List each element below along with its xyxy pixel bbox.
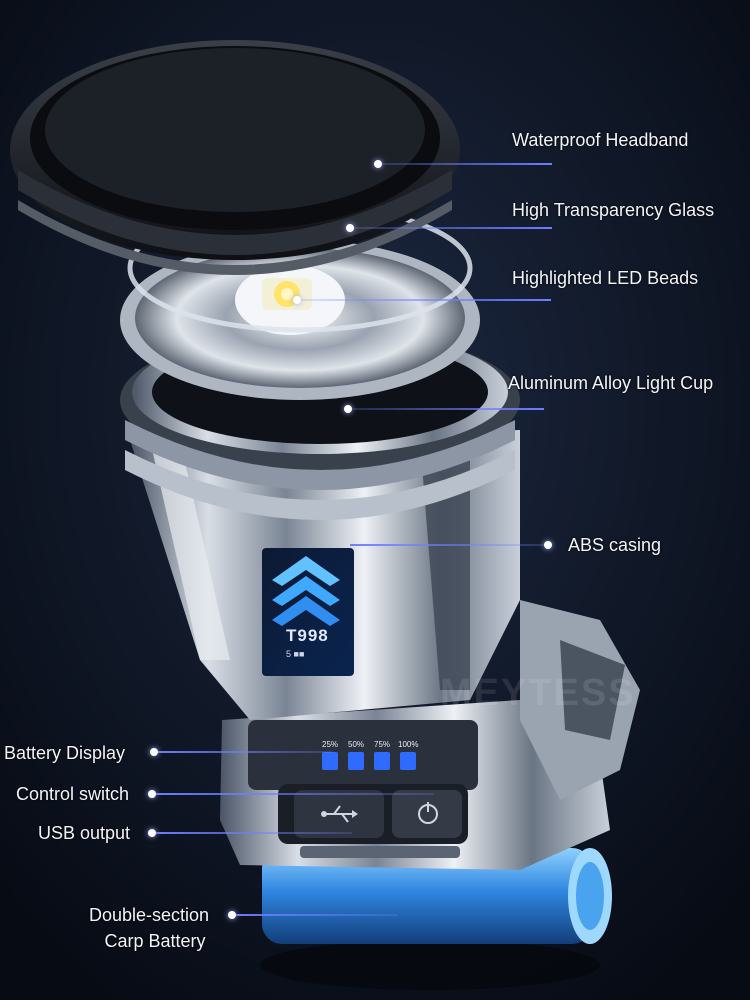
callout-line-headband [382, 163, 552, 165]
callout-line-usb [156, 832, 352, 834]
brand-watermark: MEYTESS [440, 672, 636, 714]
callout-dot-glass [346, 224, 354, 232]
model-sub-label: 5 ■■ [286, 649, 305, 659]
power-icon [418, 802, 438, 824]
battery-level-75: 75% [374, 740, 391, 749]
label-abs-casing: ABS casing [568, 535, 662, 555]
label-battery-display: Battery Display [4, 743, 126, 763]
usb-icon [321, 805, 358, 823]
callout-line-light-cup [352, 408, 544, 410]
callout-dot-light-cup [344, 405, 352, 413]
label-usb-output: USB output [38, 823, 131, 843]
callout-dot-control-switch [148, 790, 156, 798]
callout-line-control-switch [156, 793, 434, 795]
callout-dot-led [293, 296, 301, 304]
label-battery-line1: Double-section [88, 905, 210, 925]
label-waterproof-headband: Waterproof Headband [512, 130, 689, 150]
label-high-transparency-glass: High Transparency Glass [512, 200, 715, 220]
waterproof-headband-ring [10, 40, 460, 275]
battery-display-indicators [322, 752, 416, 770]
switch-housing [220, 600, 640, 870]
label-control-switch: Control switch [16, 784, 130, 804]
battery-level-100: 100% [398, 740, 419, 749]
callout-line-abs [350, 544, 546, 546]
callout-line-led [301, 299, 551, 301]
callout-dot-battery-display [150, 748, 158, 756]
chevron-logo-icon [272, 576, 340, 606]
callout-dot-headband [374, 160, 382, 168]
battery [262, 848, 612, 944]
callout-line-glass [354, 227, 552, 229]
battery-level-25: 25% [322, 740, 339, 749]
callout-dot-usb [148, 829, 156, 837]
base-shadow [260, 940, 600, 990]
callout-line-battery [236, 914, 398, 916]
callout-dot-battery [228, 911, 236, 919]
label-highlighted-led-beads: Highlighted LED Beads [512, 268, 699, 288]
label-aluminum-alloy-light-cup: Aluminum Alloy Light Cup [508, 373, 714, 393]
led-bead-icon [262, 278, 312, 310]
model-label: T998 [286, 626, 329, 645]
callout-dot-abs [544, 541, 552, 549]
label-battery-line2: Carp Battery [104, 931, 206, 951]
battery-level-50: 50% [348, 740, 365, 749]
callout-line-battery-display [158, 751, 332, 753]
